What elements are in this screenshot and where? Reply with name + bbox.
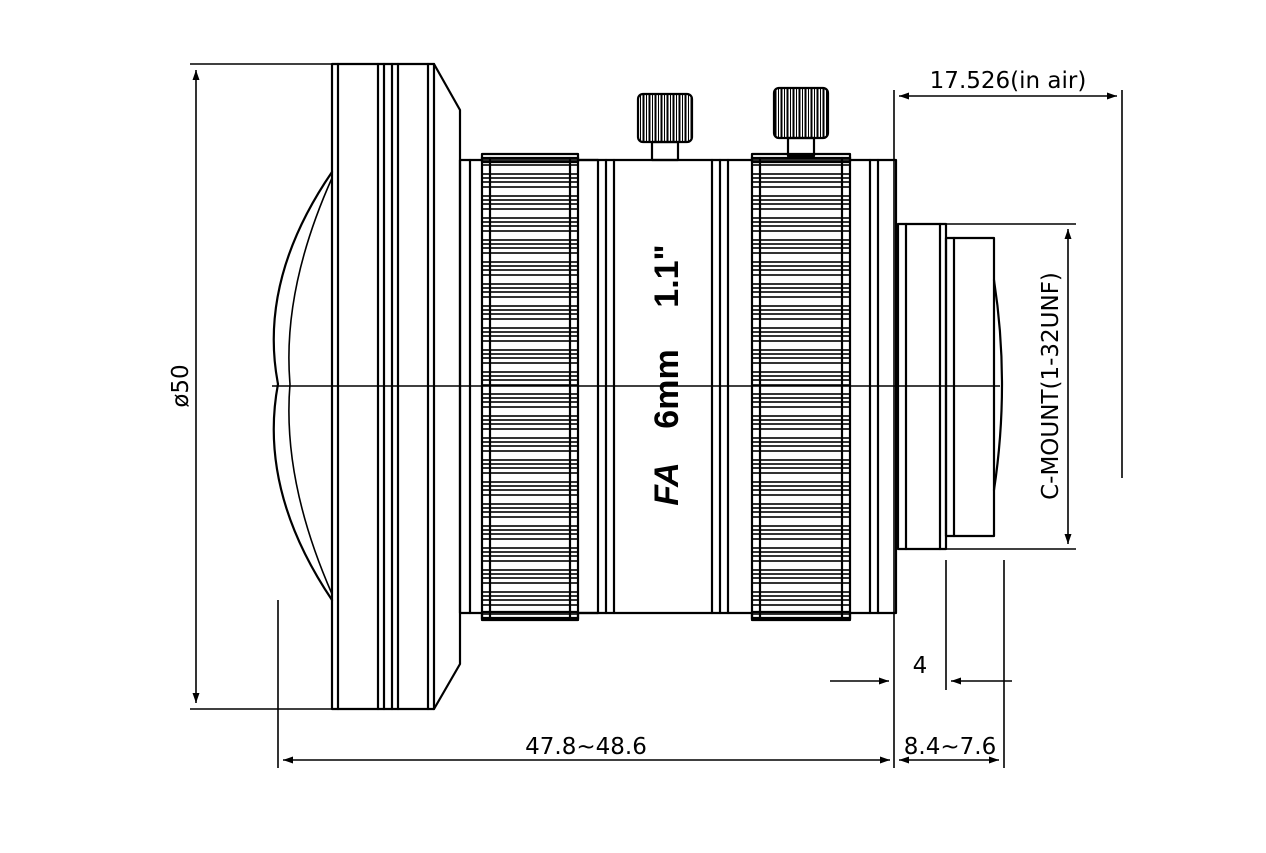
air-distance-label: 17.526(in air) [930, 68, 1087, 94]
aperture-ring [710, 152, 880, 622]
front-glass-inner [288, 177, 333, 595]
focus-ring [480, 152, 616, 622]
lens-body: FA 6mm 1.1" [272, 62, 1004, 711]
dimension-air-distance: 17.526(in air) [899, 68, 1123, 478]
flange-depth-label: 4 [913, 653, 928, 679]
engraving-format: 1.1" [648, 244, 686, 307]
dimension-back-focus: 8.4~7.6 [893, 90, 1005, 768]
dimension-diameter: ø50 [168, 63, 332, 710]
diameter-label: ø50 [168, 364, 194, 407]
total-length-label: 47.8~48.6 [525, 734, 647, 760]
back-focus-label: 8.4~7.6 [904, 734, 996, 760]
engraving-focal-length: 6mm [648, 349, 686, 428]
dimension-total-length: 47.8~48.6 [277, 600, 890, 768]
mount-label: C-MOUNT(1-32UNF) [1038, 272, 1064, 500]
engraving-series: FA [648, 462, 686, 505]
barrel-engraving: FA 6mm 1.1" [648, 244, 686, 505]
front-glass-dome [272, 170, 334, 602]
dimension-mount: C-MOUNT(1-32UNF) [946, 223, 1076, 550]
dimension-flange-depth: 4 [830, 560, 1012, 690]
rear-glass [992, 278, 1004, 492]
aperture-lock-screw [772, 86, 830, 158]
focus-lock-screw [636, 92, 694, 162]
